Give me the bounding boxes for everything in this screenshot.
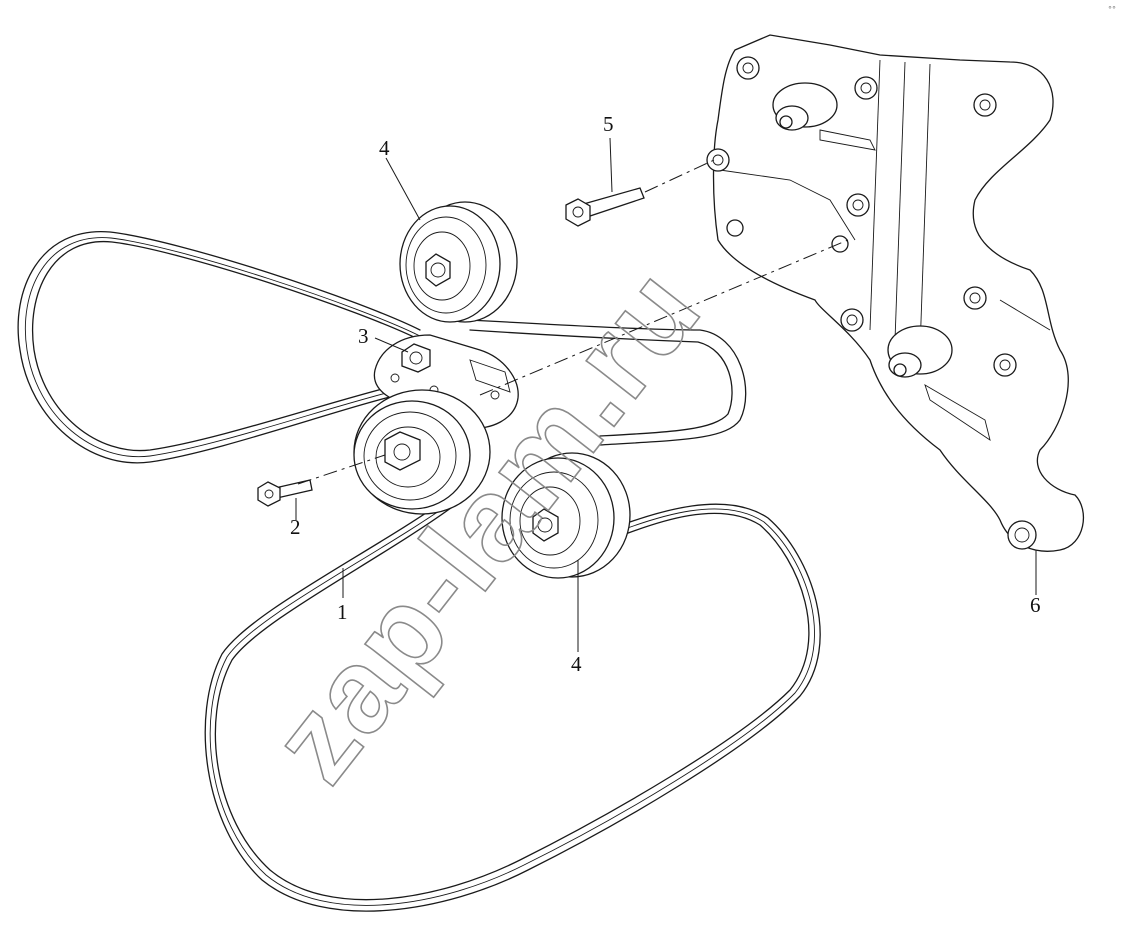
callout-leaders [295, 137, 1037, 652]
bracket-bolt [565, 187, 645, 227]
callout-idler-upper: 4 [379, 136, 390, 160]
poly-v-belt [17, 231, 821, 912]
watermark-text: zap-lam.ru [246, 244, 726, 806]
callout-labels: 4 5 3 2 1 4 6 [290, 112, 1041, 676]
idler-pulley-lower [501, 452, 631, 579]
callout-belt: 1 [337, 600, 348, 624]
callout-bracket: 6 [1030, 593, 1041, 617]
idler-pulley-upper [399, 201, 518, 323]
bracket-boss-lower [887, 325, 991, 442]
callout-bolt-bracket: 5 [603, 112, 614, 136]
callout-tensioner: 3 [358, 324, 369, 348]
tensioner-bolt [257, 479, 313, 507]
bracket-bolt-holes [706, 56, 1037, 550]
tensioner-pulley [353, 389, 491, 515]
assembly-center-lines [297, 159, 849, 485]
callout-bolt-tensioner: 2 [290, 515, 301, 539]
corner-mark-icon: °° [1108, 5, 1116, 14]
bracket-boss-upper [772, 82, 876, 151]
callout-idler-lower: 4 [571, 652, 582, 676]
mounting-bracket [706, 34, 1085, 552]
